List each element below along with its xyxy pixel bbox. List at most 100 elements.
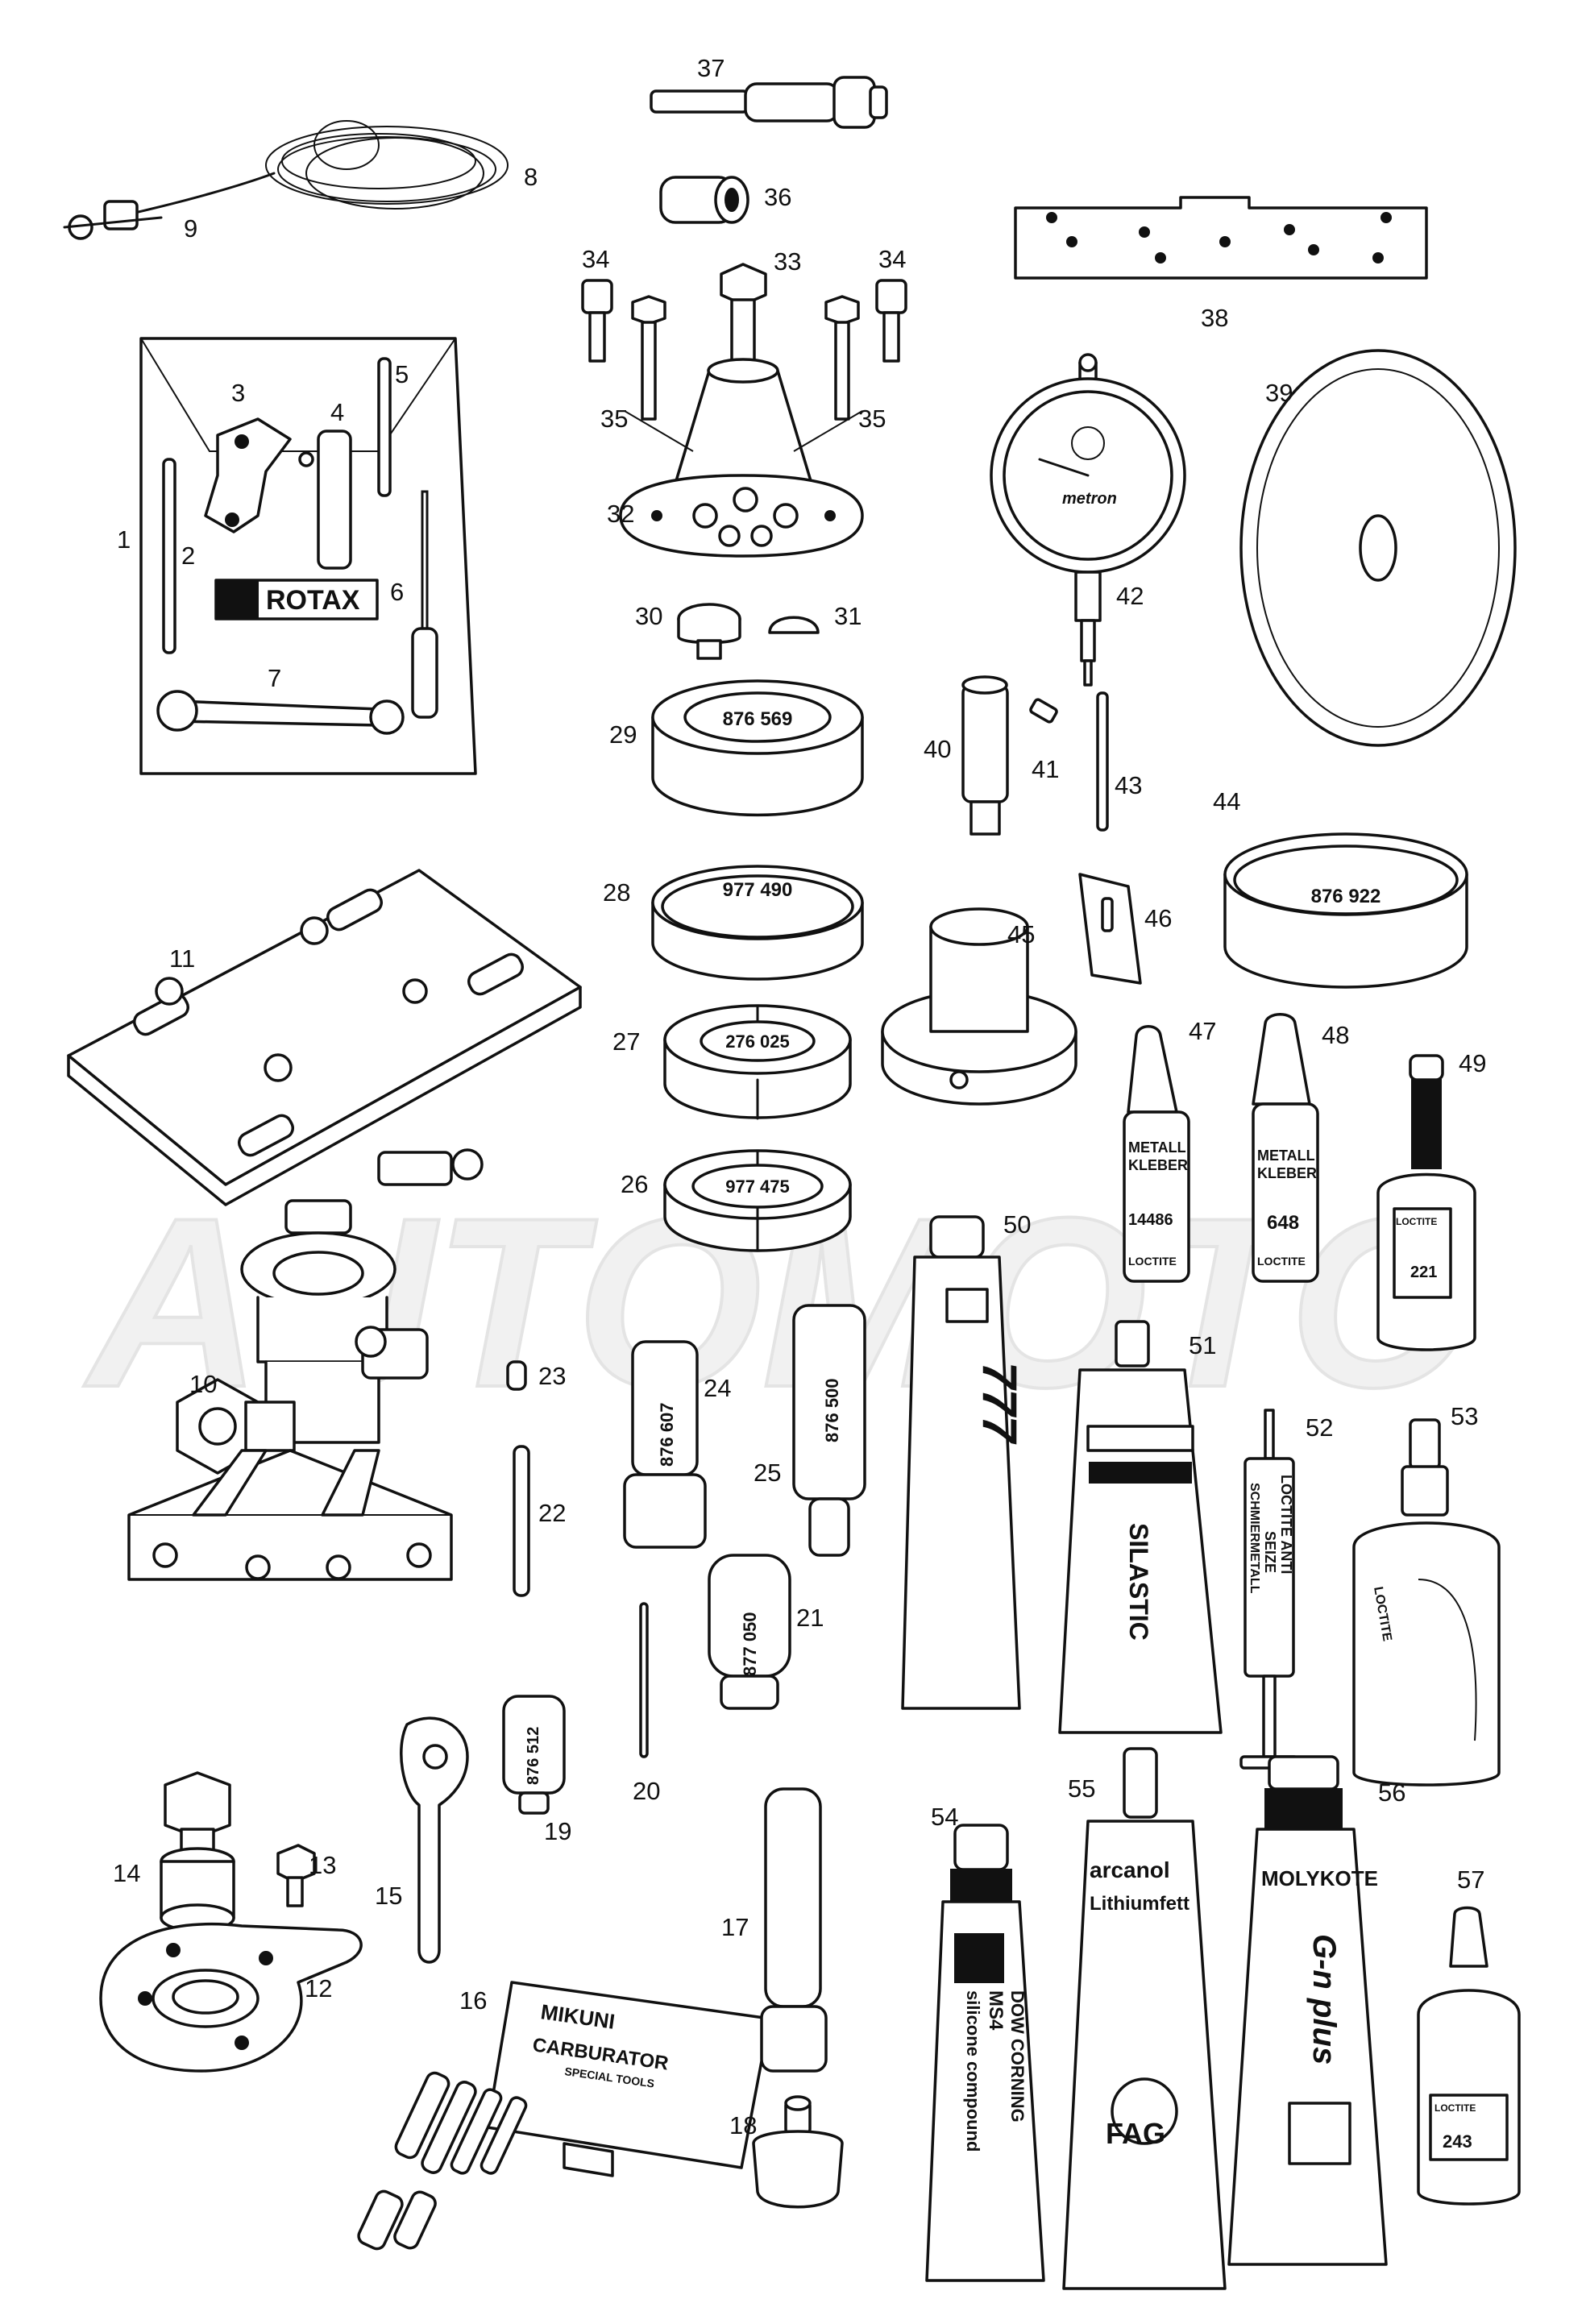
callout-47: 47 bbox=[1189, 1017, 1216, 1045]
callout-19: 19 bbox=[544, 1817, 571, 1845]
callout-2: 2 bbox=[181, 542, 195, 570]
part-13-bolt bbox=[276, 1844, 316, 1907]
part-19-pin: 876 512 bbox=[502, 1695, 566, 1815]
part-4-socket-wrench bbox=[298, 430, 352, 570]
callout-23: 23 bbox=[538, 1362, 566, 1390]
callout-38: 38 bbox=[1201, 304, 1228, 332]
callout-12: 12 bbox=[305, 1974, 332, 2002]
svg-text:243: 243 bbox=[1443, 2131, 1472, 2152]
part-18-drift bbox=[752, 2095, 844, 2209]
callout-14: 14 bbox=[113, 1859, 140, 1887]
part-28-ring: 977 490 bbox=[651, 865, 864, 981]
callout-32: 32 bbox=[607, 500, 634, 528]
part-47-bottle: METALL KLEBER 14486 LOCTITE bbox=[1123, 1025, 1190, 1283]
svg-text:LOCTITE: LOCTITE bbox=[1434, 2102, 1476, 2114]
part-8-cable bbox=[119, 120, 509, 218]
part-46-feeler-gauge bbox=[1078, 873, 1142, 985]
svg-text:876 500: 876 500 bbox=[822, 1378, 842, 1442]
callout-16: 16 bbox=[459, 1986, 487, 2015]
part-21-pin: 877 050 bbox=[708, 1554, 791, 1710]
callout-52: 52 bbox=[1306, 1413, 1333, 1442]
svg-text:777: 777 bbox=[973, 1362, 1027, 1445]
part-49-bottle: 221 LOCTITE bbox=[1376, 1054, 1476, 1351]
part-40-adapter bbox=[961, 675, 1009, 836]
callout-24: 24 bbox=[704, 1374, 731, 1402]
part-24-pin: 876 607 bbox=[623, 1340, 707, 1549]
part-15-pin-spanner bbox=[400, 1716, 469, 1964]
svg-text:metron: metron bbox=[1062, 490, 1117, 508]
svg-text:METALL: METALL bbox=[1128, 1139, 1186, 1156]
svg-text:KLEBER: KLEBER bbox=[1257, 1165, 1317, 1181]
svg-text:FAG: FAG bbox=[1106, 2117, 1165, 2150]
callout-26: 26 bbox=[621, 1170, 648, 1198]
svg-text:MOLYKOTE: MOLYKOTE bbox=[1261, 1866, 1378, 1890]
part-3-hex-wrench bbox=[204, 417, 292, 533]
part-55-tube: arcanol Lithiumfett FAG bbox=[1062, 1747, 1227, 2290]
callout-1: 1 bbox=[117, 525, 131, 554]
callout-4: 4 bbox=[330, 398, 344, 426]
svg-text:ROTAX: ROTAX bbox=[266, 585, 360, 616]
callout-40: 40 bbox=[924, 735, 951, 763]
callout-34-right: 34 bbox=[878, 245, 906, 273]
callout-45: 45 bbox=[1007, 920, 1035, 948]
callout-9: 9 bbox=[184, 214, 197, 243]
callout-51: 51 bbox=[1189, 1331, 1216, 1359]
part-16-mikuni-tool-kit: MIKUNI CARBURATOR SPECIAL TOOLS bbox=[357, 1981, 771, 2251]
part-1-rod bbox=[162, 458, 176, 654]
part-43-probe bbox=[1096, 691, 1109, 832]
svg-text:LOCTITE: LOCTITE bbox=[1128, 1255, 1177, 1268]
callout-42: 42 bbox=[1116, 582, 1144, 610]
svg-text:DOW CORNING: DOW CORNING bbox=[1007, 1990, 1028, 2123]
part-44-ring: 876 922 bbox=[1223, 832, 1468, 989]
part-33-screw bbox=[720, 263, 767, 374]
callout-13: 13 bbox=[309, 1851, 336, 1879]
callout-35-left: 35 bbox=[600, 405, 628, 433]
svg-text:SCHMIERMETALL: SCHMIERMETALL bbox=[1248, 1483, 1261, 1594]
part-27-split-ring: 276 025 bbox=[663, 1004, 852, 1120]
part-36-cap bbox=[659, 176, 749, 224]
svg-text:14486: 14486 bbox=[1128, 1211, 1173, 1229]
callout-5: 5 bbox=[395, 360, 409, 388]
part-17-drift bbox=[760, 1787, 828, 2073]
part-57-bottle: 243 LOCTITE bbox=[1417, 1906, 1521, 2206]
part-9-cable-clip bbox=[63, 200, 163, 240]
part-20-pin bbox=[639, 1602, 649, 1758]
svg-text:SEIZE: SEIZE bbox=[1262, 1531, 1278, 1573]
leader-35 bbox=[624, 410, 863, 452]
callout-49: 49 bbox=[1459, 1049, 1486, 1077]
svg-text:SILASTIC: SILASTIC bbox=[1124, 1523, 1153, 1641]
part-50-tube: 777 bbox=[901, 1215, 1027, 1710]
part-53-bottle: LOCTITE bbox=[1352, 1418, 1501, 1787]
part-25-pin: 876 500 bbox=[792, 1304, 866, 1557]
callout-44: 44 bbox=[1213, 787, 1240, 815]
part-7-open-wrench bbox=[156, 690, 405, 735]
callout-25: 25 bbox=[754, 1459, 781, 1487]
svg-text:877 050: 877 050 bbox=[740, 1612, 760, 1676]
part-6-screwdriver bbox=[411, 490, 438, 719]
callout-33: 33 bbox=[774, 247, 801, 276]
part-5-rod bbox=[377, 357, 392, 497]
callout-39: 39 bbox=[1265, 379, 1293, 407]
svg-text:977 490: 977 490 bbox=[723, 879, 793, 901]
rotax-logo-plate: ROTAX bbox=[214, 579, 379, 620]
part-56-tube: MOLYKOTE G-n plus bbox=[1227, 1755, 1388, 2266]
callout-15: 15 bbox=[375, 1882, 402, 1910]
svg-text:977 475: 977 475 bbox=[725, 1177, 790, 1197]
callout-53: 53 bbox=[1451, 1402, 1478, 1430]
callout-3: 3 bbox=[231, 379, 245, 407]
svg-text:876 607: 876 607 bbox=[657, 1402, 677, 1467]
callout-43: 43 bbox=[1115, 771, 1142, 799]
svg-text:silicone compound: silicone compound bbox=[963, 1990, 983, 2152]
callout-6: 6 bbox=[390, 578, 404, 606]
svg-text:276 025: 276 025 bbox=[725, 1031, 790, 1052]
callout-20: 20 bbox=[633, 1777, 660, 1805]
callout-57: 57 bbox=[1457, 1865, 1484, 1894]
part-32-puller-body bbox=[619, 358, 864, 558]
svg-text:876 922: 876 922 bbox=[1311, 886, 1381, 907]
callout-55: 55 bbox=[1068, 1774, 1095, 1803]
callout-36: 36 bbox=[764, 183, 791, 211]
svg-text:KLEBER: KLEBER bbox=[1128, 1157, 1188, 1173]
part-26-split-ring: 977 475 bbox=[663, 1149, 852, 1252]
callout-29: 29 bbox=[609, 720, 637, 749]
